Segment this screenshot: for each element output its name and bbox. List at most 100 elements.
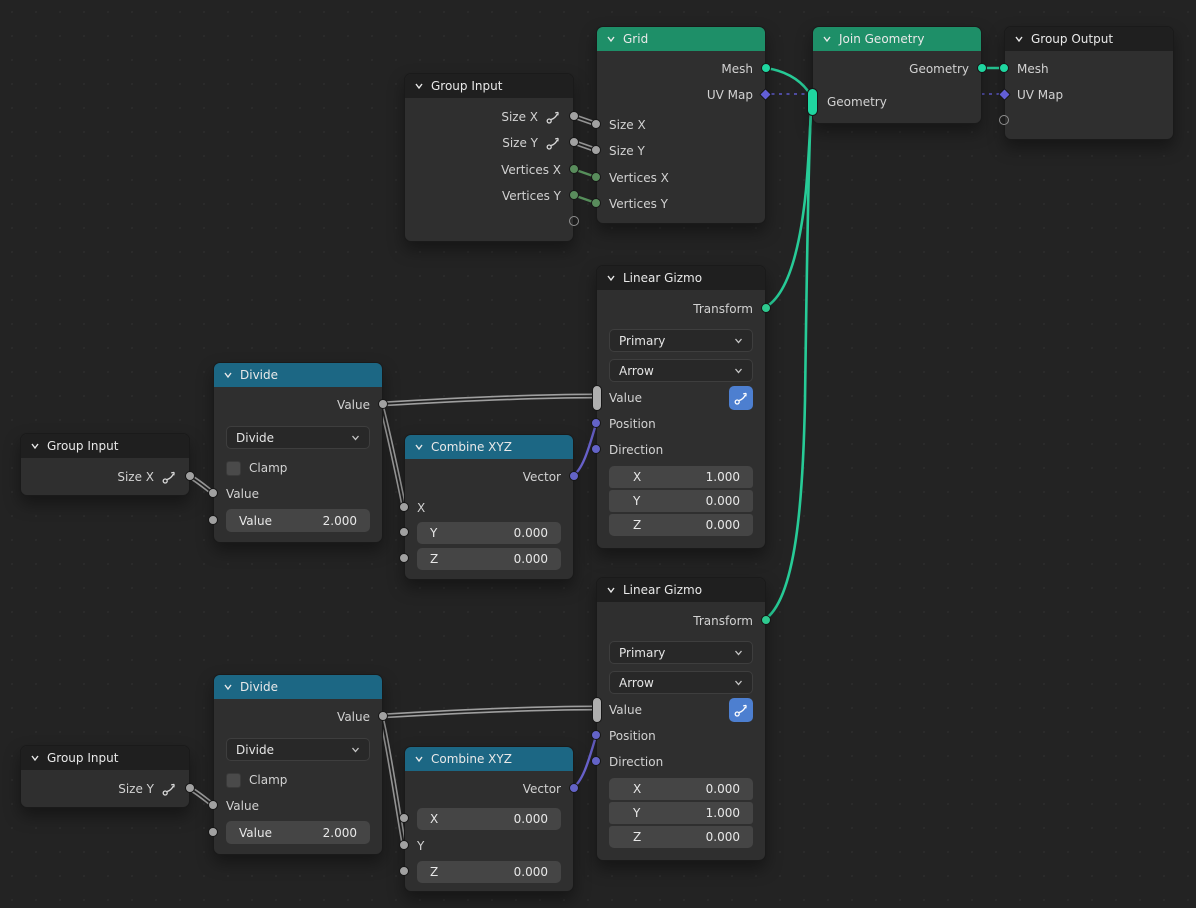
node-group-input-size-y[interactable]: Group Input Size Y [20,745,195,808]
clamp-checkbox[interactable] [226,772,241,788]
output-socket-transform[interactable] [761,303,771,313]
node-combine-xyz-header[interactable]: Combine XYZ [405,747,573,771]
output-socket-size-y[interactable] [569,137,579,147]
gizmo-toggle-button[interactable] [729,698,753,722]
input-socket-direction[interactable] [591,444,601,454]
collapse-chevron-icon[interactable] [822,34,832,44]
node-group-input-header[interactable]: Group Input [21,434,189,458]
output-socket-size-x[interactable] [569,111,579,121]
virtual-input-socket[interactable] [999,115,1009,125]
output-socket-size-y[interactable] [185,783,195,793]
input-socket-x[interactable] [399,813,409,823]
node-join-geometry-header[interactable]: Join Geometry [813,27,981,51]
collapse-chevron-icon[interactable] [30,753,40,763]
input-socket-z[interactable] [399,553,409,563]
input-socket-direction[interactable] [591,756,601,766]
collapse-chevron-icon[interactable] [414,754,424,764]
color-mode-dropdown[interactable]: Primary [609,641,753,664]
node-linear-gizmo-header[interactable]: Linear Gizmo [597,266,765,290]
input-socket-value-1[interactable] [208,800,218,810]
collapse-chevron-icon[interactable] [606,585,616,595]
node-divide-header[interactable]: Divide [214,363,382,387]
draw-style-dropdown[interactable]: Arrow [609,671,753,694]
node-title: Group Input [47,439,119,453]
input-socket-value-2[interactable] [208,514,218,525]
node-group-input-main[interactable]: Group Input Size X Size Y Vertices X Ver… [404,73,579,242]
node-linear-gizmo-x[interactable]: Linear Gizmo Transform Primary Arrow Val… [591,265,771,549]
input-socket-size-y[interactable] [591,145,601,155]
node-group-output[interactable]: Group Output Mesh UV Map [998,26,1174,140]
output-socket-transform[interactable] [761,615,771,625]
multi-input-socket-value[interactable] [592,697,602,723]
input-socket-vertices-y[interactable] [591,198,601,208]
operation-dropdown[interactable]: Divide [226,426,370,449]
output-socket-vertices-x[interactable] [569,164,579,174]
node-group-output-header[interactable]: Group Output [1005,27,1173,51]
input-socket-y[interactable] [399,527,409,537]
output-socket-vertices-y[interactable] [569,190,579,200]
output-socket-mesh[interactable] [761,63,771,73]
node-group-input-header[interactable]: Group Input [21,746,189,770]
output-socket-size-x[interactable] [185,471,195,481]
output-socket-vector[interactable] [569,471,579,481]
output-socket-vector[interactable] [569,783,579,793]
node-grid[interactable]: Grid Mesh UV Map Size X Size Y Vertices … [591,26,772,224]
node-divide-header[interactable]: Divide [214,675,382,699]
input-socket-size-x[interactable] [591,119,601,129]
input-socket-value-1[interactable] [208,488,218,498]
operation-dropdown[interactable]: Divide [226,738,370,761]
collapse-chevron-icon[interactable] [1014,34,1024,44]
node-grid-header[interactable]: Grid [597,27,765,51]
node-group-input-size-x[interactable]: Group Input Size X [20,433,195,496]
input-socket-x[interactable] [399,502,409,512]
input-socket-value-2[interactable] [208,826,218,837]
field-value: 1.000 [705,470,740,484]
collapse-chevron-icon[interactable] [414,81,424,91]
output-socket-value[interactable] [378,711,388,721]
node-linear-gizmo-header[interactable]: Linear Gizmo [597,578,765,602]
virtual-output-socket[interactable] [569,216,579,226]
multi-input-socket-geometry[interactable] [807,88,818,116]
node-join-geometry[interactable]: Join Geometry Geometry Geometry [807,26,987,124]
collapse-chevron-icon[interactable] [606,34,616,44]
output-socket-value[interactable] [378,399,388,409]
input-socket-vertices-x[interactable] [591,172,601,182]
gizmo-toggle-button[interactable] [729,386,753,410]
node-linear-gizmo-y[interactable]: Linear Gizmo Transform Primary Arrow Val… [591,577,771,861]
node-title: Divide [240,368,279,382]
output-socket-geometry[interactable] [977,63,987,73]
collapse-chevron-icon[interactable] [223,370,233,380]
input-socket-position[interactable] [591,730,601,740]
draw-style-dropdown[interactable]: Arrow [609,359,753,382]
collapse-chevron-icon[interactable] [223,682,233,692]
color-mode-dropdown[interactable]: Primary [609,329,753,352]
clamp-checkbox[interactable] [226,460,241,476]
input-socket-y[interactable] [399,840,409,850]
node-combine-xyz-header[interactable]: Combine XYZ [405,435,573,459]
input-socket-z[interactable] [399,866,409,876]
multi-input-socket-value[interactable] [592,385,602,411]
collapse-chevron-icon[interactable] [606,273,616,283]
input-socket-position[interactable] [591,418,601,428]
collapse-chevron-icon[interactable] [414,442,424,452]
node-group-input-header[interactable]: Group Input [405,74,573,98]
collapse-chevron-icon[interactable] [30,441,40,451]
input-socket-mesh[interactable] [999,63,1009,73]
